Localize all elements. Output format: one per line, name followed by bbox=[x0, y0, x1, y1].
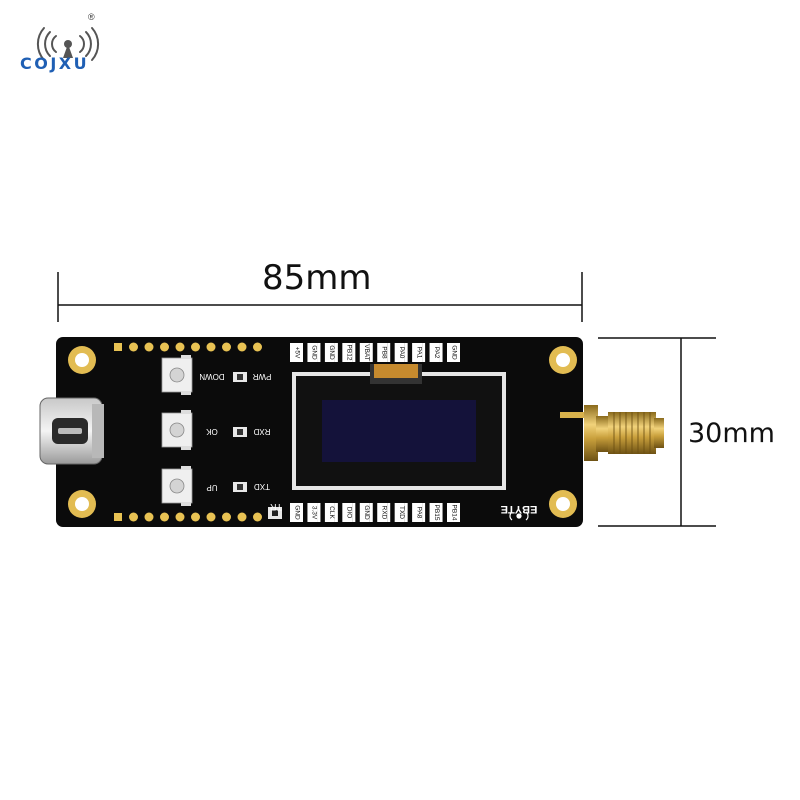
header-pad bbox=[253, 512, 262, 522]
led-label: RXD bbox=[253, 427, 270, 436]
status-led-pwr: PWR bbox=[233, 372, 271, 382]
header-pad bbox=[191, 342, 200, 352]
status-led-txd: TXD bbox=[233, 482, 270, 492]
push-button-ok: OK bbox=[161, 410, 218, 450]
maker-wifi-icon bbox=[509, 511, 529, 521]
button-label: UP bbox=[206, 483, 217, 492]
pin-name: GND bbox=[311, 345, 318, 360]
header-pad bbox=[237, 342, 247, 352]
mounting-hole bbox=[68, 490, 96, 518]
pin-name: +5V bbox=[293, 347, 300, 359]
height-dimension-line bbox=[598, 337, 716, 527]
pin-name: GND bbox=[363, 505, 370, 520]
reset-pad bbox=[268, 507, 282, 519]
pin-label: GND bbox=[324, 343, 338, 362]
width-dimension-label: 85mm bbox=[262, 258, 372, 298]
header-pads-top bbox=[114, 342, 262, 352]
header-pad bbox=[129, 512, 138, 522]
header-pad bbox=[175, 512, 185, 522]
push-button-down: DOWN bbox=[161, 355, 225, 395]
pin-name: PA2 bbox=[433, 347, 440, 359]
pin-name: GND bbox=[450, 345, 457, 360]
mounting-hole bbox=[549, 490, 577, 518]
pin-label: PA2 bbox=[429, 343, 443, 362]
header-pad bbox=[129, 342, 138, 352]
wifi-antenna-icon bbox=[36, 27, 100, 61]
pin-label: PB12 bbox=[342, 343, 356, 362]
pin-name: VBAT bbox=[363, 344, 370, 361]
header-pad bbox=[222, 512, 231, 522]
pin-label: RXD bbox=[377, 503, 391, 522]
sma-antenna-connector bbox=[560, 405, 664, 461]
height-dimension-label: 30mm bbox=[688, 418, 775, 449]
pin-name: PA0 bbox=[398, 347, 405, 359]
pin-name: DIO bbox=[346, 507, 353, 519]
pin-label: VBAT bbox=[359, 343, 373, 362]
status-led-rxd: RXD bbox=[233, 427, 270, 437]
led-label: PWR bbox=[252, 372, 271, 381]
usb-c-icon bbox=[39, 397, 104, 465]
pin-label: CLK bbox=[324, 503, 338, 522]
pin-name: GND bbox=[293, 505, 300, 520]
button-label: OK bbox=[206, 427, 218, 436]
pin-label: GND bbox=[290, 503, 303, 522]
width-dimension-line bbox=[57, 272, 583, 322]
pin-name: GND bbox=[328, 345, 335, 360]
header-pad bbox=[144, 342, 154, 352]
oled-display bbox=[292, 364, 506, 490]
header-pad bbox=[206, 342, 216, 352]
header-pad bbox=[222, 342, 231, 352]
pin-label: GND bbox=[359, 503, 373, 522]
pin-label: PA8 bbox=[412, 503, 426, 522]
reset-label: TR bbox=[270, 502, 282, 512]
pin-name: 3.3V bbox=[311, 506, 318, 520]
header-pad bbox=[191, 512, 200, 522]
pin-label: PB14 bbox=[447, 503, 460, 522]
pin-name: PB8 bbox=[381, 346, 388, 359]
pin-label: PB15 bbox=[429, 503, 443, 522]
pin-label: +5V bbox=[290, 343, 303, 362]
pin-label: PB8 bbox=[377, 343, 391, 362]
header-pad bbox=[175, 342, 185, 352]
mounting-holes bbox=[68, 346, 577, 518]
pin-name: PA8 bbox=[415, 507, 422, 519]
led-label: TXD bbox=[254, 482, 270, 491]
header-pad bbox=[237, 512, 247, 522]
header-pad bbox=[253, 342, 262, 352]
pin-name: PB14 bbox=[450, 505, 457, 521]
pin-name: RXD bbox=[381, 506, 388, 520]
pin-label: PA0 bbox=[394, 343, 408, 362]
pin-label: 3.3V bbox=[307, 503, 321, 522]
pin-name: TXD bbox=[398, 506, 405, 519]
registered-mark: ® bbox=[88, 12, 95, 22]
pin-label: GND bbox=[447, 343, 460, 362]
header-pads-bottom bbox=[114, 512, 262, 522]
header-pad bbox=[114, 343, 122, 351]
pin-label: TXD bbox=[394, 503, 408, 522]
header-pad bbox=[160, 342, 169, 352]
pin-name: PB15 bbox=[433, 505, 440, 521]
header-pad bbox=[160, 512, 169, 522]
pin-name: PA1 bbox=[415, 347, 422, 359]
header-pad bbox=[114, 513, 122, 521]
pin-name: PB12 bbox=[346, 345, 353, 361]
mounting-hole bbox=[549, 346, 577, 374]
pin-name: CLK bbox=[328, 506, 335, 519]
brand-logo-text: COJXU bbox=[20, 54, 90, 73]
maker-label: EBYTE bbox=[501, 503, 538, 515]
header-pad bbox=[206, 512, 216, 522]
pin-label: PA1 bbox=[412, 343, 426, 362]
button-label: DOWN bbox=[199, 372, 225, 381]
pin-label: DIO bbox=[342, 503, 356, 522]
mounting-hole bbox=[68, 346, 96, 374]
pin-label: GND bbox=[307, 343, 321, 362]
header-pad bbox=[144, 512, 154, 522]
push-button-up: UP bbox=[161, 466, 218, 506]
